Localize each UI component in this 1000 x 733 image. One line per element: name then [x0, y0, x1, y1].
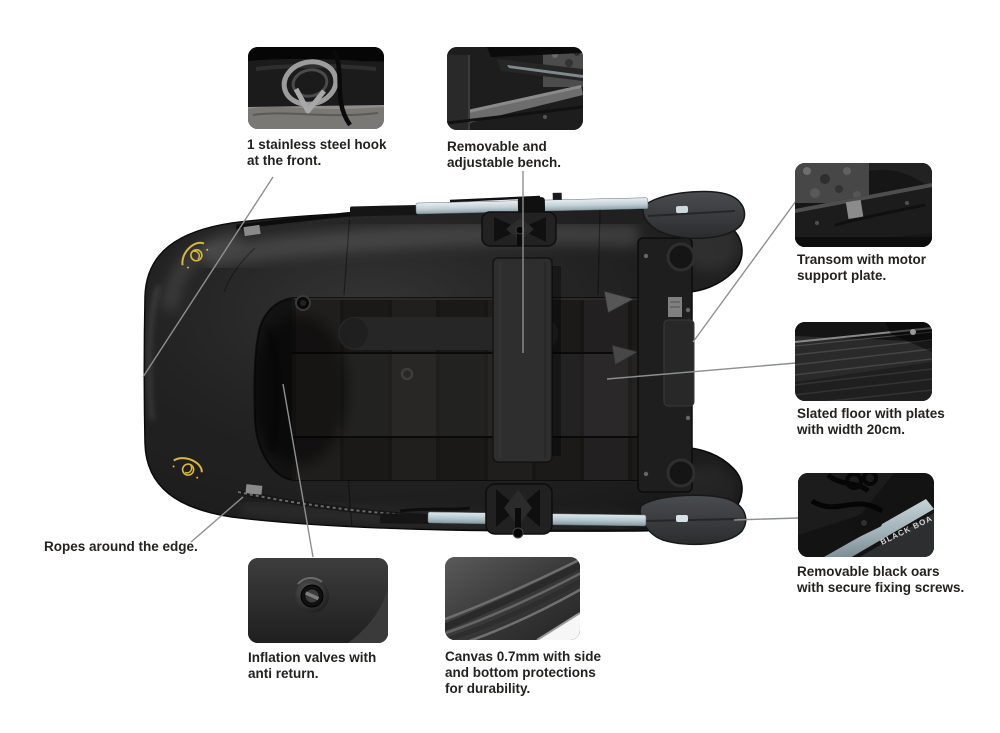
bench-board [463, 85, 583, 123]
label-patch [845, 199, 864, 219]
floor-slats [254, 298, 652, 480]
oar-shaft [824, 499, 934, 557]
inflation-valve-photo [248, 558, 388, 643]
steel-hook [293, 87, 326, 114]
rope-curl [845, 473, 863, 490]
oarlock-top [481, 211, 557, 247]
transom-label: Transom with motor support plate. [797, 252, 927, 283]
rope-curl [862, 473, 878, 486]
oarlock-bottom [485, 483, 553, 539]
motor-support-plate [663, 319, 695, 407]
rope [810, 498, 884, 514]
valves-label: Inflation valves with anti return. [248, 650, 377, 681]
transom-board [795, 183, 932, 247]
d-ring [400, 367, 414, 381]
canvas-ridges [445, 558, 580, 640]
cord [331, 49, 352, 127]
oars-label: Removable black oars with secure fixing … [797, 564, 965, 595]
hook-label: 1 stainless steel hook at the front. [247, 137, 387, 168]
slatted-floor-photo [795, 322, 932, 401]
carp-spirit-logo [172, 457, 203, 479]
bench-label: Removable and adjustable bench. [447, 139, 562, 170]
oar-bottom [379, 494, 747, 546]
canvas-photo [445, 557, 580, 640]
canvas-label: Canvas 0.7mm with side and bottom protec… [445, 649, 602, 696]
rope-tag [245, 484, 263, 495]
stainless-steel-hook-photo [248, 47, 384, 129]
valve-slot [304, 591, 320, 601]
bench-photo [447, 47, 583, 130]
oars-photo: BLACK BOA [798, 473, 934, 557]
transom [637, 237, 696, 493]
floor-label: Slated floor with plates with width 20cm… [797, 406, 945, 437]
oar-clip [603, 290, 636, 314]
oar-blade-dark [860, 513, 934, 557]
bench-seat [492, 257, 561, 463]
ropes-label: Ropes around the edge. [44, 539, 198, 554]
oar-clip [611, 344, 640, 366]
transom-photo [795, 163, 932, 247]
boat-interior [253, 290, 653, 481]
floor-slat-lines [795, 339, 932, 401]
